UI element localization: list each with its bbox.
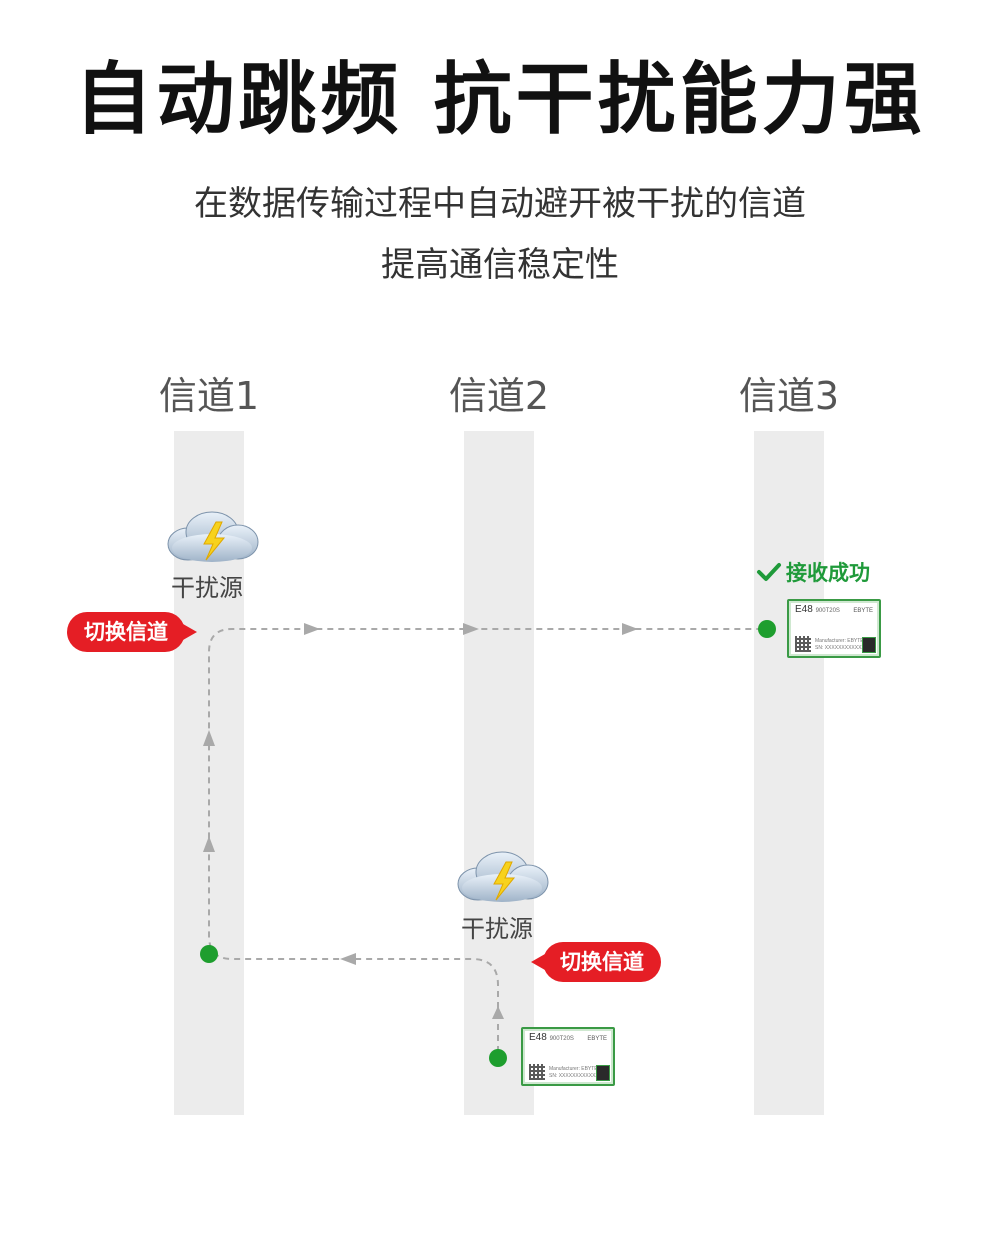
module-sn: SN: XXXXXXXXXXXX <box>815 645 865 651</box>
node-dot <box>200 945 218 963</box>
storm-cloud-icon <box>167 511 259 562</box>
switch-channel-badge-2: 切换信道 <box>531 942 661 982</box>
arrow-up-icon <box>203 836 215 852</box>
module-brand: EBYTE <box>587 1036 607 1042</box>
channel-3-label: 信道3 <box>738 374 840 418</box>
receive-success-label: 接收成功 <box>786 561 870 585</box>
checkmark-icon <box>757 563 781 581</box>
arrow-up-icon <box>492 1006 504 1019</box>
channel-2-lane <box>464 431 534 1115</box>
arrow-right-icon <box>463 623 479 635</box>
arrow-left-icon <box>340 953 356 965</box>
channel-1-label: 信道1 <box>158 374 260 418</box>
receive-success: 接收成功 <box>756 556 870 588</box>
module-model: E48 900T20S <box>529 1032 574 1043</box>
page-title: 自动跳频 抗干扰能力强 <box>74 55 926 145</box>
storm-cloud-icon <box>457 851 549 902</box>
qr-code-icon <box>795 636 811 652</box>
qr-code-icon <box>529 1064 545 1080</box>
switch-channel-badge-1: 切换信道 <box>67 612 197 652</box>
arrow-right-icon <box>622 623 638 635</box>
channel-3-lane <box>754 431 824 1115</box>
subtitle-line-1: 在数据传输过程中自动避开被干扰的信道 <box>194 184 806 224</box>
antenna-pad <box>596 1065 610 1081</box>
node-dot <box>758 620 776 638</box>
module-model: E48 900T20S <box>795 604 840 615</box>
module-manufacturer: Manufacturer: EBYTE <box>815 638 864 644</box>
subtitle-line-2: 提高通信稳定性 <box>381 245 619 285</box>
antenna-pad <box>862 637 876 653</box>
e48-module-receiver: E48 900T20S EBYTE Manufacturer: EBYTE SN… <box>787 599 881 658</box>
e48-module-sender: E48 900T20S EBYTE Manufacturer: EBYTE SN… <box>521 1027 615 1086</box>
arrow-right-icon <box>304 623 320 635</box>
node-dot <box>489 1049 507 1067</box>
interference-label-2: 干扰源 <box>461 915 533 943</box>
module-sn: SN: XXXXXXXXXXXX <box>549 1073 599 1079</box>
module-brand: EBYTE <box>853 608 873 614</box>
interference-label-1: 干扰源 <box>171 574 243 602</box>
channel-2-label: 信道2 <box>448 374 550 418</box>
arrow-up-icon <box>203 730 215 746</box>
module-manufacturer: Manufacturer: EBYTE <box>549 1066 598 1072</box>
